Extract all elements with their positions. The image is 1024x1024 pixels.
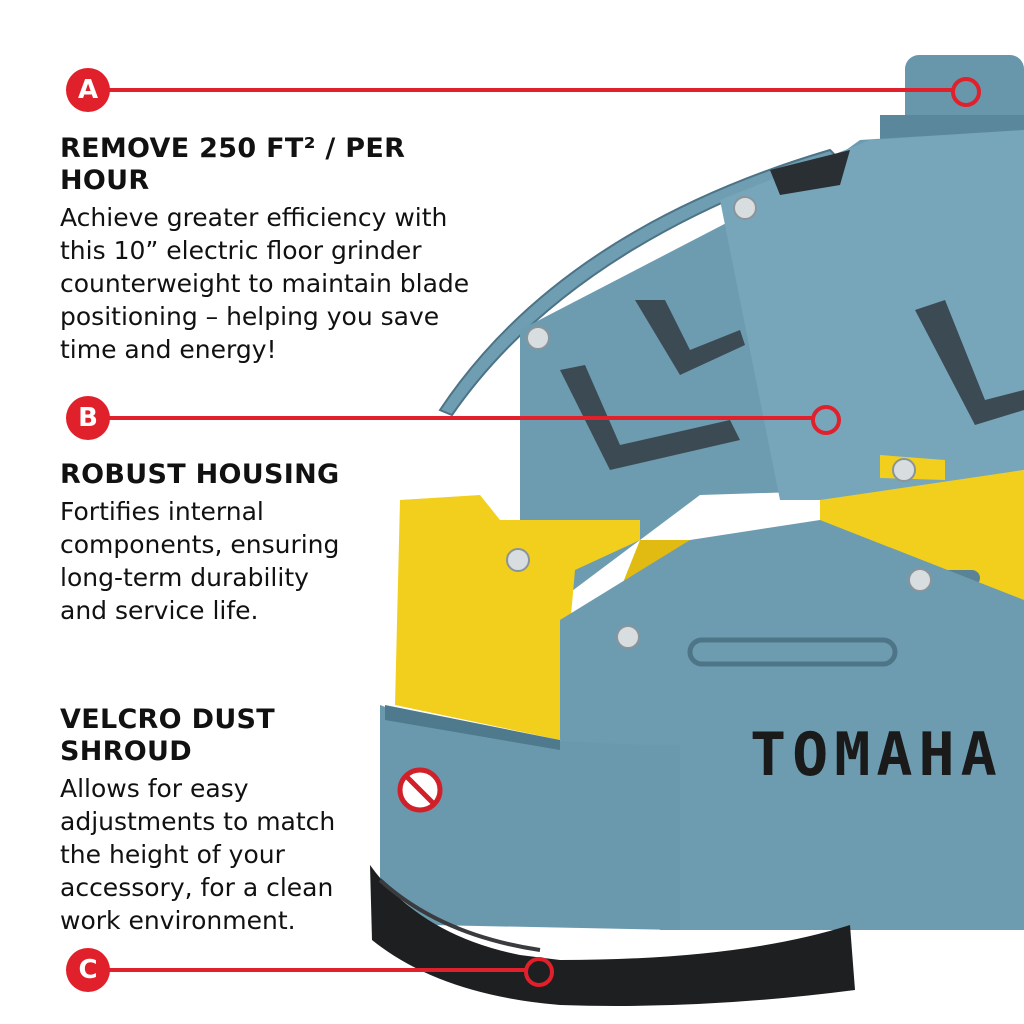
target-ring-c (524, 957, 554, 987)
feature-b-title: ROBUST HOUSING (60, 459, 340, 490)
bolts (506, 196, 932, 649)
feature-c-text: Allows for easy adjustments to match the… (60, 774, 336, 935)
marker-c: C (66, 948, 110, 992)
feature-b-text: Fortifies internal components, ensuring … (60, 497, 340, 625)
feature-a-title: REMOVE 250 FT² / PER HOUR (60, 133, 406, 196)
leader-line-c (108, 968, 526, 972)
leader-line-a (108, 88, 954, 92)
feature-b: ROBUST HOUSING Fortifies internal compon… (60, 459, 360, 627)
feature-a-text: Achieve greater efficiency with this 10”… (60, 203, 470, 364)
target-ring-a (951, 77, 981, 107)
marker-a: A (66, 68, 110, 112)
feature-c: VELCRO DUST SHROUD Allows for easy adjus… (60, 704, 350, 937)
vent-slot (635, 300, 745, 375)
feature-c-title: VELCRO DUST SHROUD (60, 704, 276, 767)
yellow-housing (395, 495, 640, 740)
feature-a: REMOVE 250 FT² / PER HOUR Achieve greate… (60, 133, 480, 366)
brand-lettering: TOMAHA (750, 720, 1003, 790)
leader-line-b (108, 416, 812, 420)
vent-slot (560, 365, 740, 470)
dust-shroud (380, 705, 680, 930)
marker-b: B (66, 396, 110, 440)
target-ring-b (811, 405, 841, 435)
vent-slot (915, 300, 1024, 425)
